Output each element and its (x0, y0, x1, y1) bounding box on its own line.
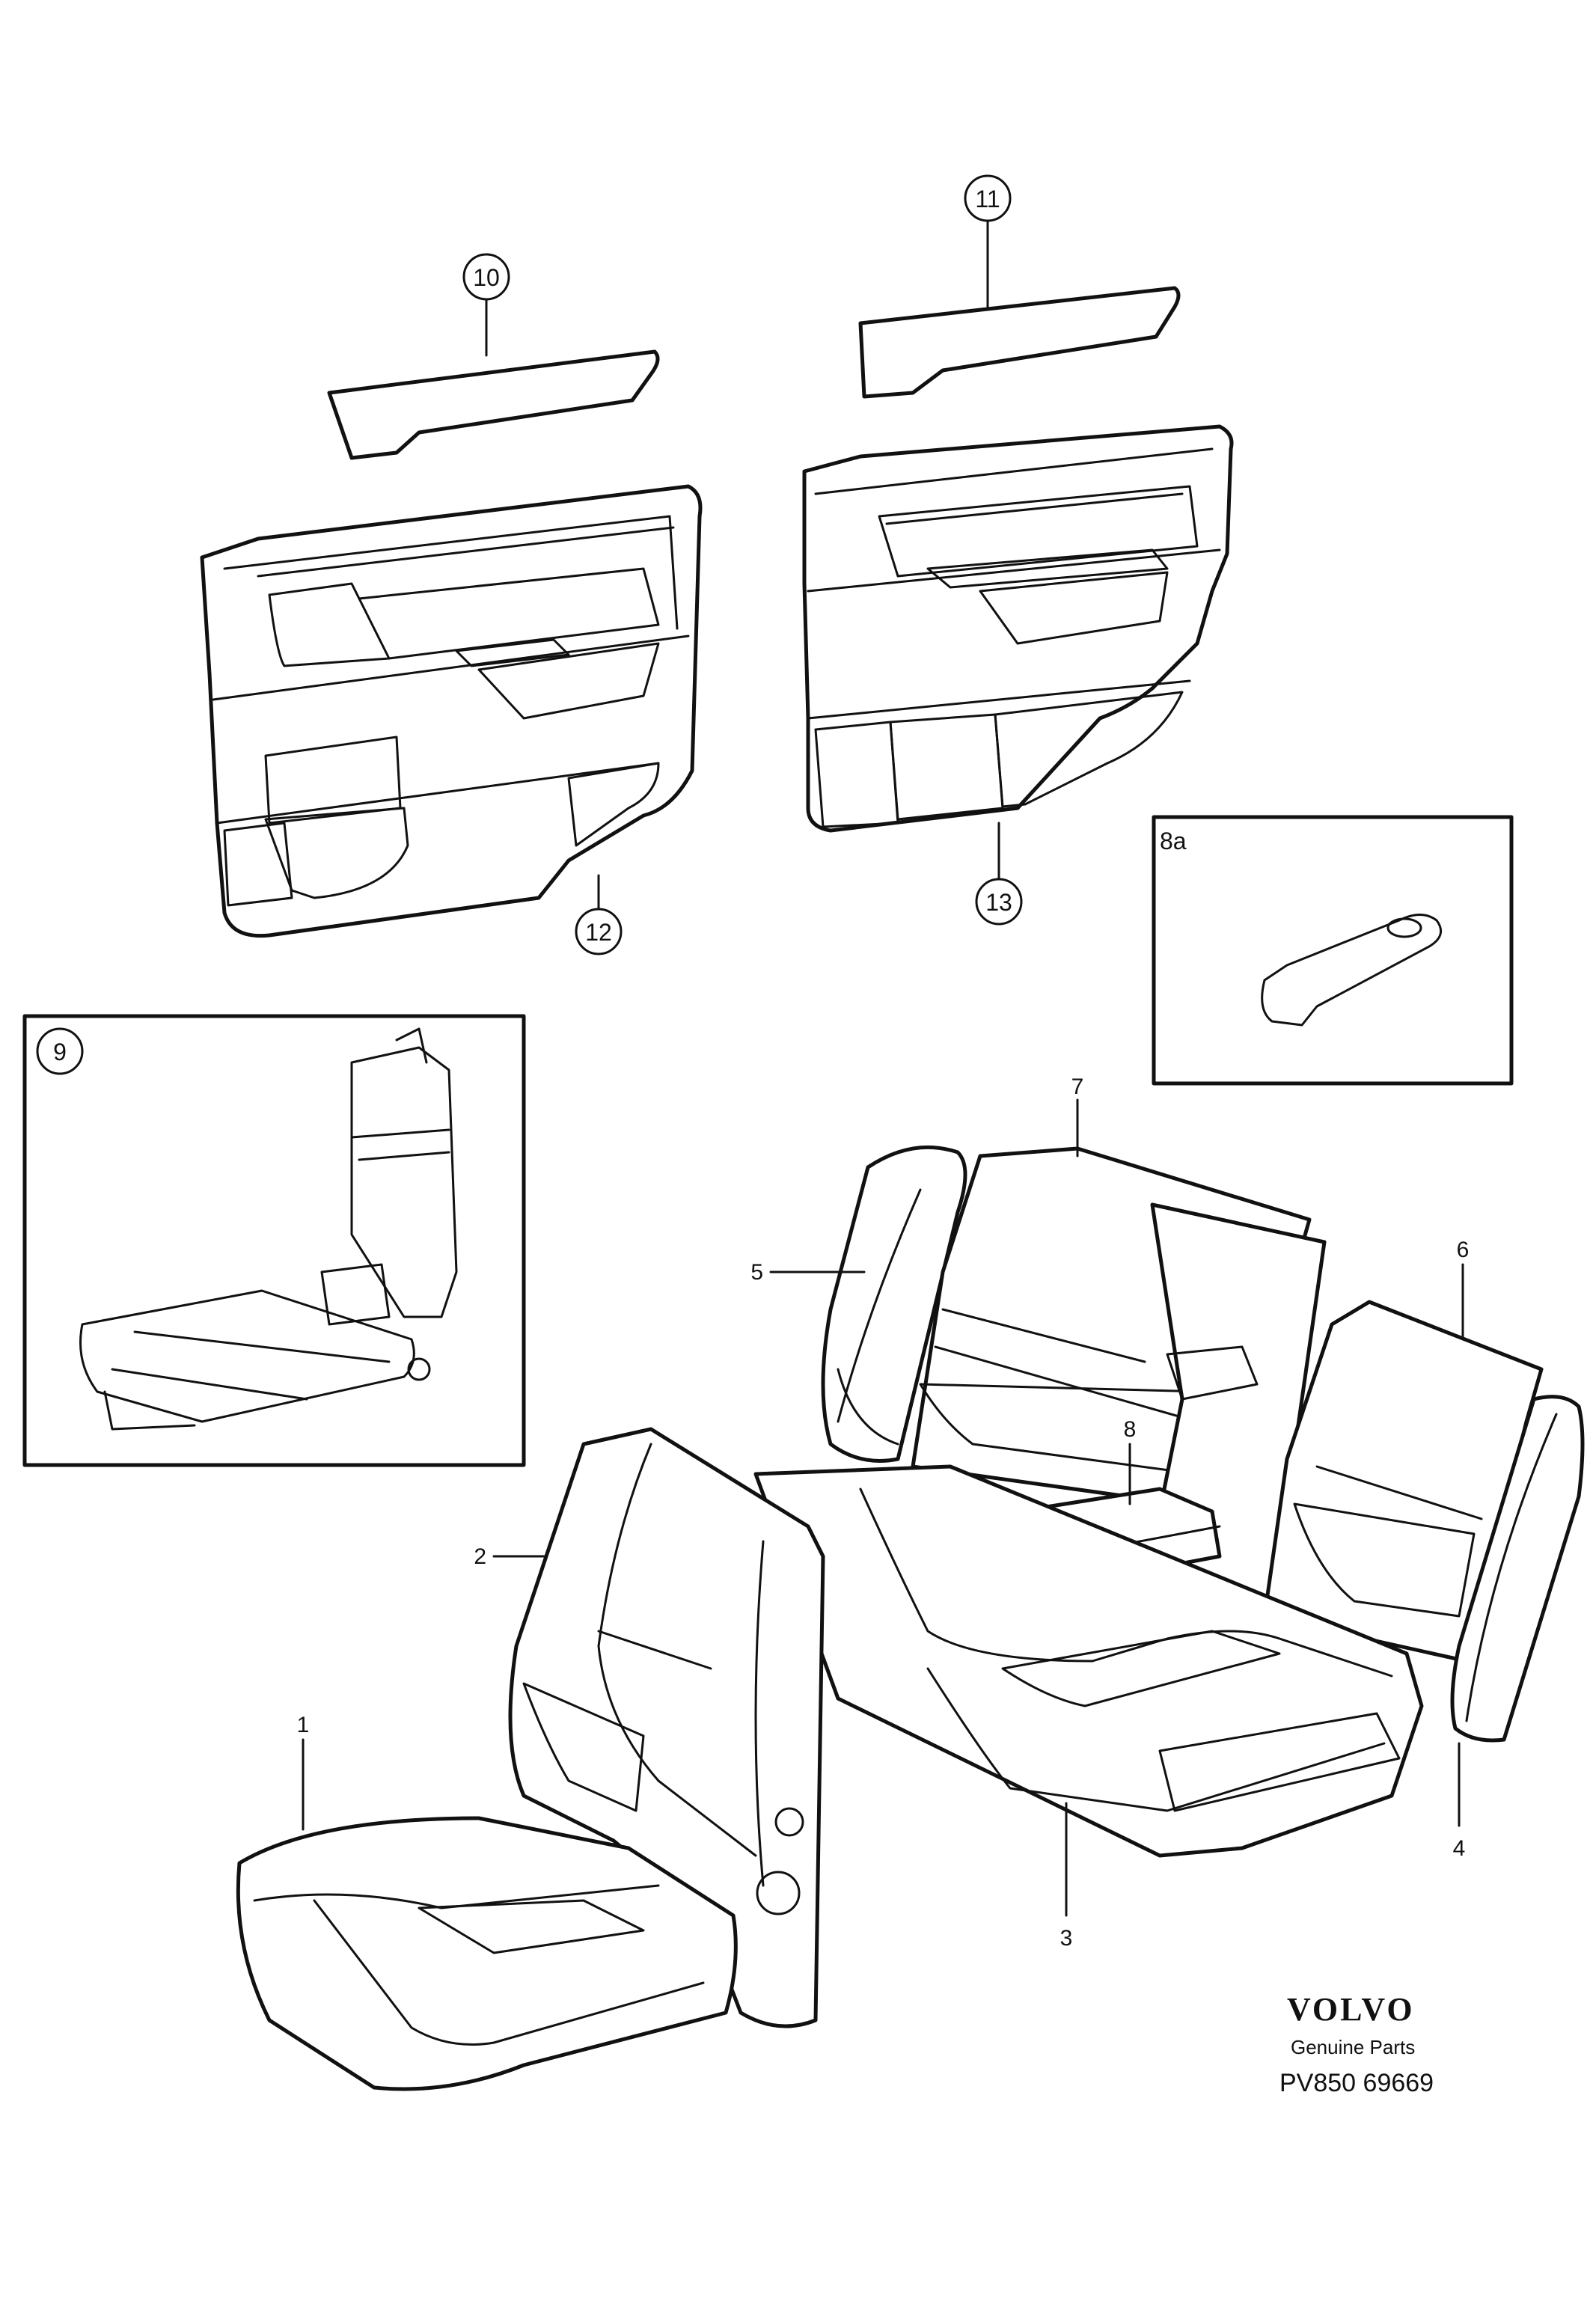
genuine-parts-label: Genuine Parts (1291, 2036, 1415, 2058)
callout-7: 7 (1071, 1074, 1084, 1099)
callout-1: 1 (297, 1713, 310, 1737)
door-panel-front (200, 484, 703, 938)
part-code: PV850 69669 (1279, 2069, 1434, 2097)
volvo-branding: VOLVO Genuine Parts PV850 69669 (1279, 1991, 1434, 2097)
armrest-pad-left (327, 349, 660, 460)
inset-box-8a (1152, 815, 1514, 1086)
callout-label: 9 (53, 1039, 67, 1065)
callout-6: 6 (1457, 1238, 1470, 1262)
callout-2: 2 (474, 1544, 486, 1569)
callout-label: 12 (585, 919, 612, 946)
volvo-logo: VOLVO (1287, 1991, 1415, 2028)
callout-11: 11 (964, 174, 1012, 222)
leader-lines (302, 219, 1464, 1917)
inset-box-9 (22, 1014, 526, 1467)
callout-8a: 8a (1160, 828, 1187, 854)
callout-label: 11 (975, 186, 1000, 212)
callout-4: 4 (1453, 1836, 1466, 1861)
callout-13: 13 (975, 878, 1023, 926)
callout-12: 12 (575, 908, 623, 955)
callout-3: 3 (1060, 1926, 1073, 1951)
callout-9: 9 (36, 1027, 84, 1075)
front-seat-assembly (236, 1427, 825, 2091)
callout-label: 10 (473, 264, 500, 291)
callout-10: 10 (462, 253, 510, 301)
door-panel-rear (802, 424, 1234, 833)
callout-5: 5 (750, 1260, 763, 1285)
armrest-pad-right (858, 286, 1181, 399)
rear-seat-assembly (753, 1145, 1585, 1858)
callout-8: 8 (1124, 1417, 1137, 1442)
callout-label: 13 (985, 889, 1012, 916)
